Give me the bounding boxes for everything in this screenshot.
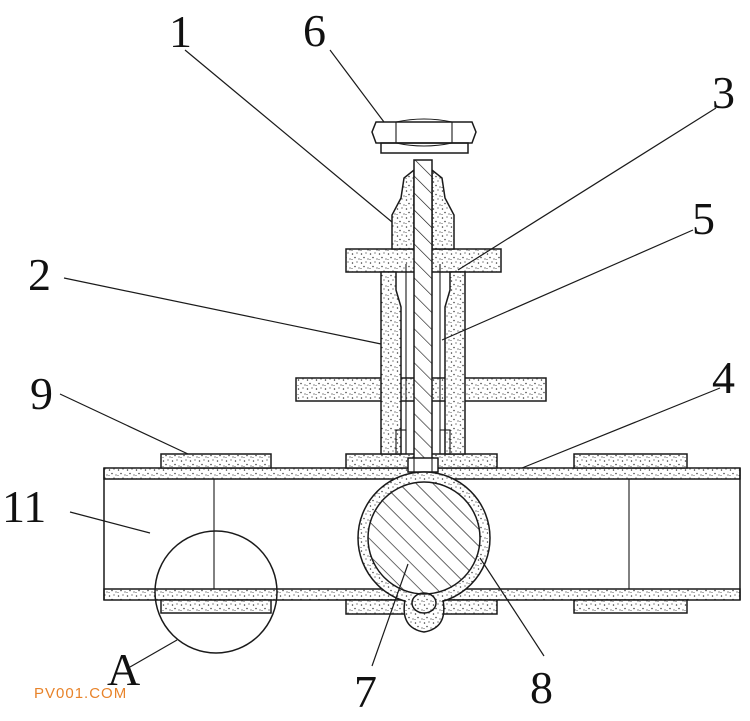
leader-lines: [59, 49, 721, 668]
label-6: 6: [303, 5, 326, 56]
pipe-collars: [160, 453, 688, 615]
label-7: 7: [354, 666, 377, 717]
label-5: 5: [692, 193, 715, 244]
label-11: 11: [2, 481, 46, 532]
hex-nut: [371, 118, 477, 154]
part-labels: 1 6 3 5 2 4 9 11 A 7 8: [2, 5, 735, 717]
label-8: 8: [530, 662, 553, 713]
watermark: PV001.COM: [34, 685, 127, 702]
label-a: A: [107, 644, 140, 695]
label-1: 1: [169, 6, 192, 57]
detail-circle-a: [154, 530, 278, 654]
label-3: 3: [712, 67, 735, 118]
label-4: 4: [712, 352, 735, 403]
valve-stem: [407, 159, 439, 473]
label-9: 9: [30, 368, 53, 419]
ball-valve: [357, 471, 491, 633]
label-2: 2: [28, 249, 51, 300]
